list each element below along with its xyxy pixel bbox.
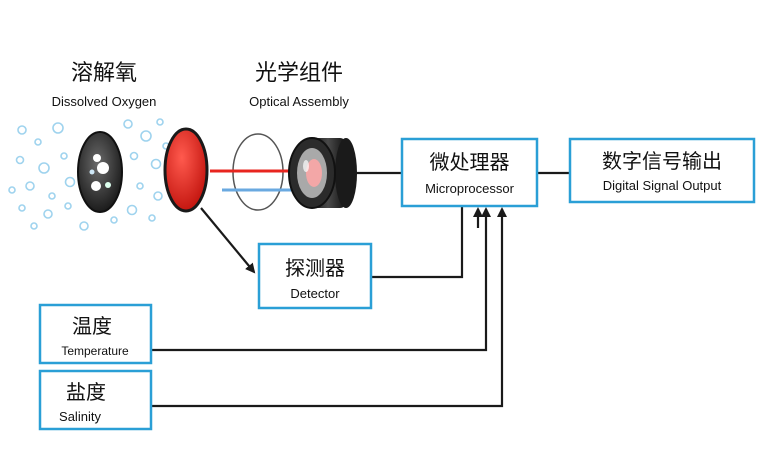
salinity-box: 盐度 Salinity [38,369,153,431]
microprocessor-label-cn: 微处理器 [430,150,510,174]
temperature-label-en: Temperature [61,344,129,358]
microprocessor-label-en: Microprocessor [425,181,515,196]
sensor-cap-disc [77,131,123,213]
dissolved-oxygen-title: 溶解氧 [71,61,137,86]
digital-output-label-cn: 数字信号输出 [602,149,722,173]
oxygen-bubbles [8,118,170,231]
detector-label-cn: 探测器 [285,256,345,280]
digital-output-box: 数字信号输出 Digital Signal Output [568,137,756,204]
salinity-label-cn: 盐度 [66,380,106,404]
fluorescent-membrane [163,127,209,213]
temperature-label-cn: 温度 [72,314,112,338]
optical-assembly-title: 光学组件 [255,61,343,86]
microprocessor-box: 微处理器 Microprocessor [400,137,539,208]
temperature-box: 温度 Temperature [38,303,153,365]
detector-box: 探测器 Detector [257,242,373,310]
optical-assembly-subtitle: Optical Assembly [249,94,349,109]
signal-lines [152,171,570,408]
optical-housing [288,137,357,209]
detector-label-en: Detector [290,286,340,301]
salinity-label-en: Salinity [59,409,101,424]
digital-output-label-en: Digital Signal Output [603,178,722,193]
dissolved-oxygen-subtitle: Dissolved Oxygen [52,94,157,109]
